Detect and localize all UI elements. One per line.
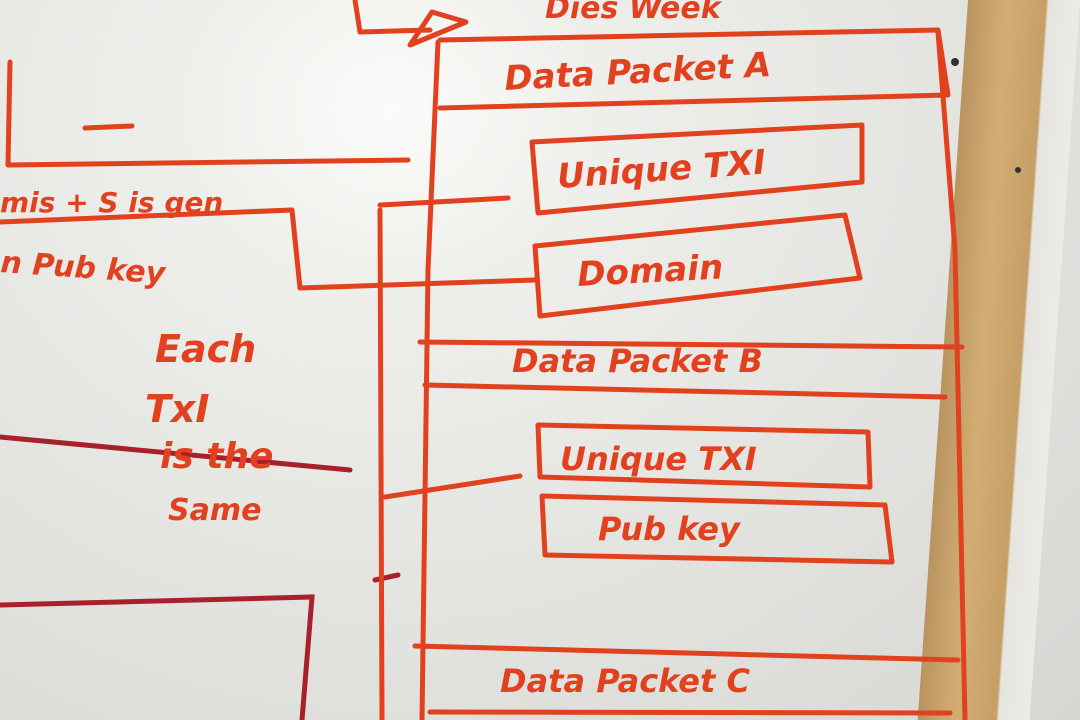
packet-b-header-top xyxy=(417,339,965,350)
packet-c-header-bottom xyxy=(427,709,953,716)
field-label-unique-txi-b: Unique TXI xyxy=(560,440,757,478)
marker-dot xyxy=(951,58,959,66)
connector-txi-a xyxy=(377,195,511,208)
field-box-unique-txi-a xyxy=(529,122,865,216)
field-box-domain xyxy=(532,212,863,319)
packet-stack-left-edge xyxy=(419,39,441,720)
packet-c-title: Data Packet C xyxy=(500,662,750,700)
connector-domain xyxy=(0,207,538,291)
left-bracket-top xyxy=(5,59,411,168)
packet-a-header-box xyxy=(437,27,951,111)
top-arrow-line xyxy=(352,0,433,35)
field-box-pub-key xyxy=(539,493,895,565)
bottom-left-bracket xyxy=(0,594,315,720)
note-is-the: is the xyxy=(160,436,274,477)
arrow-head-icon xyxy=(407,9,469,48)
field-label-domain: Domain xyxy=(576,247,724,295)
note-same: Same xyxy=(168,493,261,528)
field-label-pub-key: Pub key xyxy=(598,510,741,548)
packet-stack-right-edge xyxy=(935,29,968,720)
note-each: Each xyxy=(155,327,256,371)
connector-txi-b xyxy=(382,473,523,500)
stray-dash xyxy=(82,123,135,131)
field-box-unique-txi-b xyxy=(535,422,873,490)
left-text-line1: mis + S is gen xyxy=(0,186,223,219)
small-mark xyxy=(372,572,401,583)
note-txi: TxI xyxy=(145,387,210,431)
packet-stack-inner-line xyxy=(377,207,385,720)
packet-b-header-bottom xyxy=(422,382,948,400)
frame-dot xyxy=(1015,167,1021,173)
packet-a-title: Data Packet A xyxy=(503,45,772,99)
packet-c-header-top xyxy=(412,643,961,663)
packet-b-title: Data Packet B xyxy=(512,342,763,380)
top-cut-label: Dies Week xyxy=(545,0,723,26)
left-text-line2: n Pub key xyxy=(0,245,168,292)
field-label-unique-txi-a: Unique TXI xyxy=(556,142,767,196)
strike-line xyxy=(0,434,353,473)
